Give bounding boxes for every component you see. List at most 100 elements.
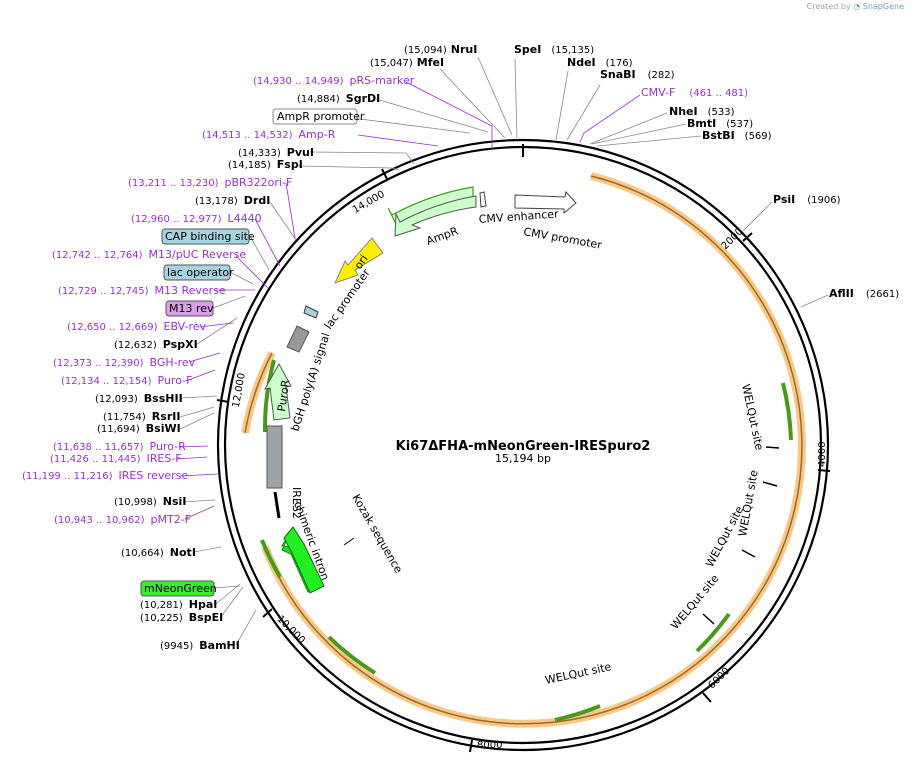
site-drdi[interactable]: (13,178)DrdI [195, 194, 270, 207]
ires2-label: IRES2 [290, 487, 303, 519]
site-bmti[interactable]: BmtI(537) [687, 117, 753, 130]
leader-lac-operator [229, 271, 254, 285]
primer-m13-puc-reverse[interactable]: (12,742 .. 12,764)M13/pUC Reverse [52, 248, 246, 261]
ires2-feature [266, 425, 283, 489]
leader-mfei [439, 68, 506, 139]
site-fspi[interactable]: (14,185)FspI [228, 158, 303, 171]
tick-label-2000: 2000 [720, 226, 746, 252]
leader-prs-marker [405, 81, 493, 150]
leader-mneongreen [213, 585, 241, 589]
leader-l4440 [254, 218, 281, 267]
site-noti[interactable]: (10,664)NotI [121, 546, 196, 559]
puror-feature [264, 362, 292, 421]
primer-l4440[interactable]: (12,960 .. 12,977)L4440 [131, 212, 262, 225]
site-hpai[interactable]: (10,281)HpaI [140, 598, 217, 611]
primer-pbr322ori-f[interactable]: (13,211 .. 13,230)pBR322ori-F [128, 176, 292, 189]
leader-nhei [589, 112, 668, 145]
site-nhei[interactable]: NheI(533) [669, 105, 735, 118]
ampr-promoter-box-label: AmpR promoter [277, 110, 365, 123]
site-mfei[interactable]: (15,047)MfeI [370, 56, 444, 69]
tick-2000 [742, 232, 753, 242]
leader-lines [179, 56, 829, 646]
leader-drdi [269, 201, 297, 241]
leader-ebv-rev [198, 322, 234, 328]
leader-bspei [219, 586, 244, 619]
mneongreen-box-label: mNeonGreen [144, 582, 217, 595]
leader-bsshii [180, 395, 218, 399]
primers: (14,930 .. 14,949)pRS-marker CMV-F(461 .… [22, 74, 748, 526]
welqut-label-5: WELQut site [544, 660, 613, 687]
orf-arrow-4 [781, 382, 793, 441]
site-bspei[interactable]: (10,225)BspEI [140, 611, 223, 624]
primer-puro-f[interactable]: (12,134 .. 12,154)Puro-F [61, 374, 192, 387]
site-bsshii[interactable]: (12,093)BssHII [95, 392, 183, 405]
leader-sgrdi [375, 98, 489, 133]
tick-4000 [817, 469, 831, 472]
tick-6000 [702, 692, 712, 703]
site-spei[interactable]: SpeI(15,135) [514, 43, 594, 56]
leader-bmti [591, 123, 687, 145]
orf-arrow-6 [262, 359, 276, 433]
cmv-enhancer-label: CMV enhancer [478, 207, 559, 226]
backbone-outer-strand [216, 138, 830, 752]
welqut-mark-2 [762, 481, 778, 487]
leader-bgh-rev [188, 352, 221, 363]
leader-puro-r [178, 445, 209, 448]
orf-arrow-1 [327, 635, 377, 675]
mneongreen-box[interactable] [140, 580, 215, 597]
leader-fspi [297, 165, 400, 171]
site-pvui[interactable]: (14,333)PvuI [238, 146, 314, 159]
primer-pmt2-f[interactable]: (10,943 .. 10,962)pMT2-F [54, 513, 191, 526]
primer-amp-r[interactable]: (14,513 .. 14,532)Amp-R [202, 128, 336, 141]
primer-puro-r[interactable]: (11,638 .. 11,657)Puro-R [53, 440, 186, 453]
leader-cmv-f [579, 94, 641, 143]
mneongreen-arrow [283, 526, 325, 594]
leader-rsrii [179, 406, 215, 418]
tick-12000 [216, 399, 230, 403]
leader-m13-puc [235, 255, 269, 289]
primer-ires-f[interactable]: (11,426 .. 11,445)IRES-F [50, 452, 182, 465]
leader-nsii [182, 499, 216, 503]
m13-rev-box[interactable] [165, 300, 214, 317]
site-bsiwi[interactable]: (11,694)BsiWI [97, 422, 181, 435]
site-sgrdi[interactable]: (14,884)SgrDI [297, 92, 380, 105]
orf-arc-small [244, 352, 273, 434]
site-psii[interactable]: PsiI(1906) [773, 193, 841, 206]
leader-pbr322ori-f [285, 182, 296, 239]
site-aflii[interactable]: AflII(2661) [829, 287, 899, 300]
primer-cmv-f[interactable]: CMV-F(461 .. 481) [641, 86, 748, 99]
cmv-promoter-label: CMV promoter [522, 225, 603, 252]
primer-ebv-rev[interactable]: (12,650 .. 12,669)EBV-rev [67, 320, 207, 333]
site-pspxi[interactable]: (12,632)PspXI [114, 338, 198, 351]
site-nrui[interactable]: (15,094)NruI [404, 43, 477, 56]
ampr-promoter-box[interactable] [272, 108, 358, 125]
lac-operator-box[interactable] [163, 264, 231, 281]
welqut-mark-3 [741, 549, 756, 558]
cap-binding-site-box[interactable] [161, 228, 250, 245]
leader-ires-reverse [179, 473, 219, 477]
primer-leader-lines [176, 81, 641, 520]
site-rsrii[interactable]: (11,754)RsrII [103, 410, 180, 423]
site-snabi[interactable]: SnaBI(282) [600, 68, 675, 81]
site-nsii[interactable]: (10,998)NsiI [114, 495, 186, 508]
cmv-enhancer-feature [479, 191, 487, 208]
welqut-label-2: WELQut site [736, 469, 761, 538]
orf-arrow-5 [260, 539, 282, 579]
tick-8000 [469, 739, 473, 753]
puror-label: PuroR [275, 379, 292, 413]
m13-rev-box-label: M13 rev [169, 302, 214, 315]
primer-prs-marker[interactable]: (14,930 .. 14,949)pRS-marker [253, 74, 415, 87]
site-ndei[interactable]: NdeI(176) [567, 56, 633, 69]
plasmid-length: 15,194 bp [495, 452, 551, 465]
primer-ires-reverse[interactable]: (11,199 .. 11,216)IRES reverse [22, 469, 188, 482]
tick-14000 [381, 168, 388, 180]
leader-nrui [477, 56, 513, 136]
site-bamhi[interactable]: (9945)BamHI [160, 639, 240, 652]
primer-m13-reverse[interactable]: (12,729 .. 12,745)M13 Reverse [58, 284, 226, 297]
ampr-label: AmpR [425, 224, 461, 248]
site-bstbi[interactable]: BstBI(569) [702, 129, 772, 142]
leader-bamhi [235, 609, 257, 646]
cmv-promoter-feature [514, 190, 577, 215]
primer-bgh-rev[interactable]: (12,373 .. 12,390)BGH-rev [53, 356, 196, 369]
